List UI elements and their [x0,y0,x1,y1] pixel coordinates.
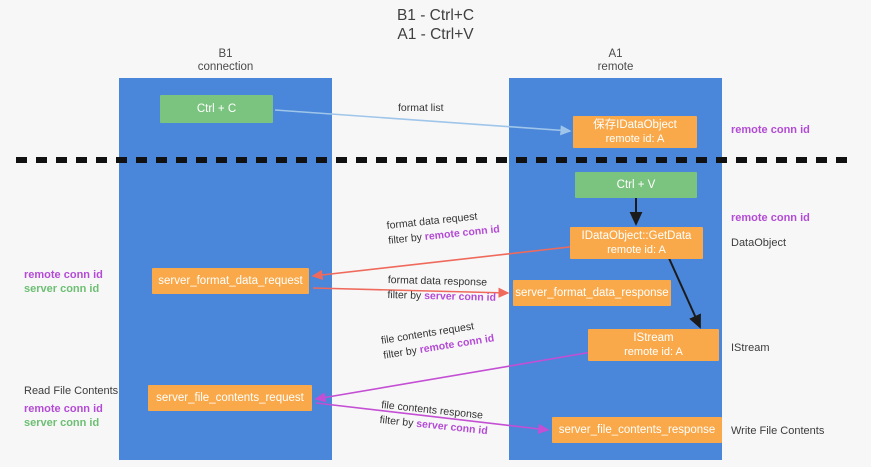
node-getdata-line1: IDataObject::GetData [581,230,692,242]
column-a1-name: A1 [608,48,623,60]
column-header-b1: B1 connection [119,48,332,74]
node-ctrl-v[interactable]: Ctrl + V [575,172,697,198]
node-ctrl-c[interactable]: Ctrl + C [160,95,273,123]
node-server-format-data-response[interactable]: server_format_data_response [513,280,671,306]
column-b1-name: B1 [218,48,233,60]
node-format-response-label: server_format_data_response [515,287,669,299]
title-line-1: B1 - Ctrl+C [396,7,475,24]
node-idataobject-getdata[interactable]: IDataObject::GetData remote id: A [570,227,703,259]
edge-fcres-prefix: filter by [379,413,417,430]
node-istream[interactable]: IStream remote id: A [588,329,719,361]
edge-fdres-line2: filter by server conn id [387,288,496,306]
edge-fdres-prefix: filter by [387,288,425,302]
node-file-response-label: server_file_contents_response [558,424,716,436]
edge-label-format-list: format list [398,101,444,116]
annotation-left-remote-conn-id-2: remote conn id [24,403,103,415]
edge-label-format-data-response: format data response filter by server co… [387,273,496,306]
column-a1-role: remote [597,61,634,73]
annotation-right-remote-conn-id-mid: remote conn id [731,212,810,224]
edge-fdres-key: server conn id [424,289,497,304]
annotation-left-server-conn-id-2: server conn id [24,417,100,429]
diagram-title: B1 - Ctrl+C A1 - Ctrl+V [0,6,871,44]
column-header-a1: A1 remote [509,48,722,74]
annotation-left-remote-conn-id: remote conn id [24,269,103,281]
node-format-request-label: server_format_data_request [158,275,303,287]
node-save-idataobject[interactable]: 保存IDataObject remote id: A [573,116,697,148]
node-ctrl-v-label: Ctrl + V [616,179,656,191]
node-save-idataobject-line1: 保存IDataObject [593,119,677,131]
node-server-file-contents-response[interactable]: server_file_contents_response [552,417,722,443]
edge-format-list-text: format list [398,102,444,114]
annotation-right-remote-conn-id-top: remote conn id [731,124,810,136]
edge-label-format-data-request: format data request filter by remote con… [386,207,501,249]
node-istream-line1: IStream [633,332,674,344]
annotation-dataobject: DataObject [731,237,787,249]
node-server-file-contents-request[interactable]: server_file_contents_request [148,385,312,411]
node-ctrl-c-label: Ctrl + C [196,103,237,115]
node-istream-line2: remote id: A [624,346,683,358]
node-save-idataobject-line2: remote id: A [605,133,665,145]
node-server-format-data-request[interactable]: server_format_data_request [152,268,309,294]
edge-label-file-contents-request: file contents request filter by remote c… [380,316,495,363]
annotation-istream: IStream [731,342,770,354]
annotation-write-file-contents: Write File Contents [731,425,825,437]
edge-label-file-contents-response: file contents response filter by server … [379,398,490,439]
column-b1-role: connection [197,61,254,73]
edge-fdreq-prefix: filter by [387,231,426,247]
annotation-left-server-conn-id: server conn id [24,283,100,295]
node-getdata-line2: remote id: A [607,244,666,256]
title-line-2: A1 - Ctrl+V [397,26,474,43]
annotation-read-file-contents: Read File Contents [24,385,119,397]
node-file-request-label: server_file_contents_request [156,392,304,404]
